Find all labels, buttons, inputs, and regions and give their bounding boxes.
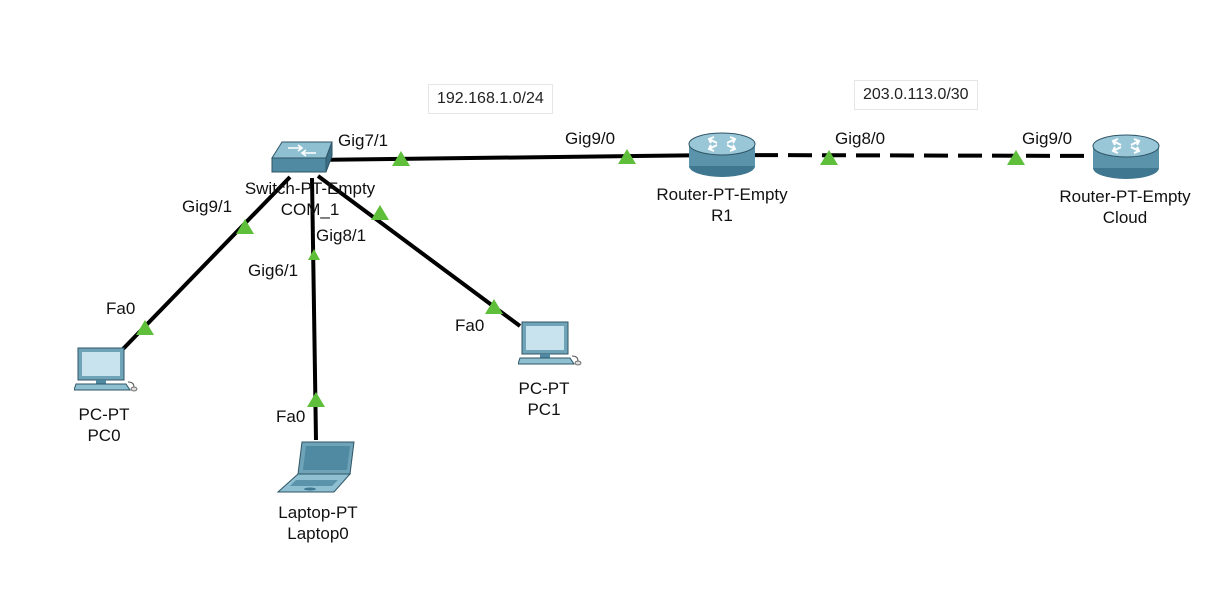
port-label-pc0-fa0: Fa0 — [106, 299, 136, 318]
network-label-wan: 203.0.113.0/30 — [854, 80, 978, 110]
device-name: Cloud — [1102, 208, 1148, 227]
device-model: Router-PT-Empty — [656, 185, 788, 204]
device-label-pc1: PC-PT PC1 — [519, 378, 570, 420]
laptop-icon[interactable] — [276, 440, 356, 496]
port-label-switch-gig7-1: Gig7/1 — [338, 131, 389, 150]
port-label-cloud-gig9-0: Gig9/0 — [1022, 129, 1073, 148]
device-label-r1: Router-PT-Empty R1 — [656, 184, 787, 226]
device-label-pc0: PC-PT PC0 — [79, 404, 130, 446]
router-icon[interactable] — [1091, 132, 1161, 182]
switch-icon[interactable] — [268, 138, 340, 180]
link-up-triangle-icon — [136, 320, 154, 335]
device-name: PC0 — [87, 426, 121, 445]
port-label-laptop0-fa0: Fa0 — [276, 407, 306, 426]
link-switch-pc0[interactable] — [120, 175, 292, 352]
device-model: Laptop-PT — [278, 503, 358, 522]
link-up-triangle-icon — [820, 150, 838, 165]
port-label-switch-gig6-1: Gig6/1 — [248, 261, 299, 280]
device-name: COM_1 — [280, 200, 340, 219]
port-label-r1-gig8-0: Gig8/0 — [835, 129, 886, 148]
pc-icon[interactable] — [74, 346, 138, 392]
link-up-triangle-icon — [485, 299, 503, 314]
pc-icon[interactable] — [518, 320, 582, 366]
device-name: R1 — [711, 206, 733, 225]
port-label-r1-gig9-0: Gig9/0 — [565, 129, 616, 148]
device-model: PC-PT — [78, 405, 130, 424]
device-name: PC1 — [527, 400, 561, 419]
link-up-triangle-icon — [236, 219, 254, 234]
port-label-switch-gig9-1: Gig9/1 — [182, 197, 233, 216]
port-label-switch-gig8-1: Gig8/1 — [316, 226, 367, 245]
device-model: Router-PT-Empty — [1059, 187, 1191, 206]
device-label-cloud: Router-PT-Empty Cloud — [1059, 186, 1190, 228]
link-up-triangle-icon — [308, 249, 320, 260]
link-switch-pc1[interactable] — [316, 174, 522, 328]
link-up-triangle-icon — [1007, 150, 1025, 165]
device-model: PC-PT — [518, 379, 570, 398]
link-up-triangle-icon — [618, 149, 636, 164]
link-up-triangle-icon — [307, 392, 325, 407]
device-name: Laptop0 — [287, 524, 349, 543]
device-label-switch: Switch-PT-Empty COM_1 — [245, 178, 375, 220]
router-icon[interactable] — [687, 130, 757, 180]
link-r1-cloud[interactable] — [719, 153, 1126, 158]
network-label-lan: 192.168.1.0/24 — [428, 84, 553, 114]
device-label-laptop0: Laptop-PT Laptop0 — [278, 502, 357, 544]
port-label-pc1-fa0: Fa0 — [455, 316, 485, 335]
device-model: Switch-PT-Empty — [244, 179, 376, 198]
link-up-triangle-icon — [392, 151, 410, 166]
link-switch-r1[interactable] — [307, 153, 721, 162]
link-up-triangle-icon — [371, 205, 389, 220]
